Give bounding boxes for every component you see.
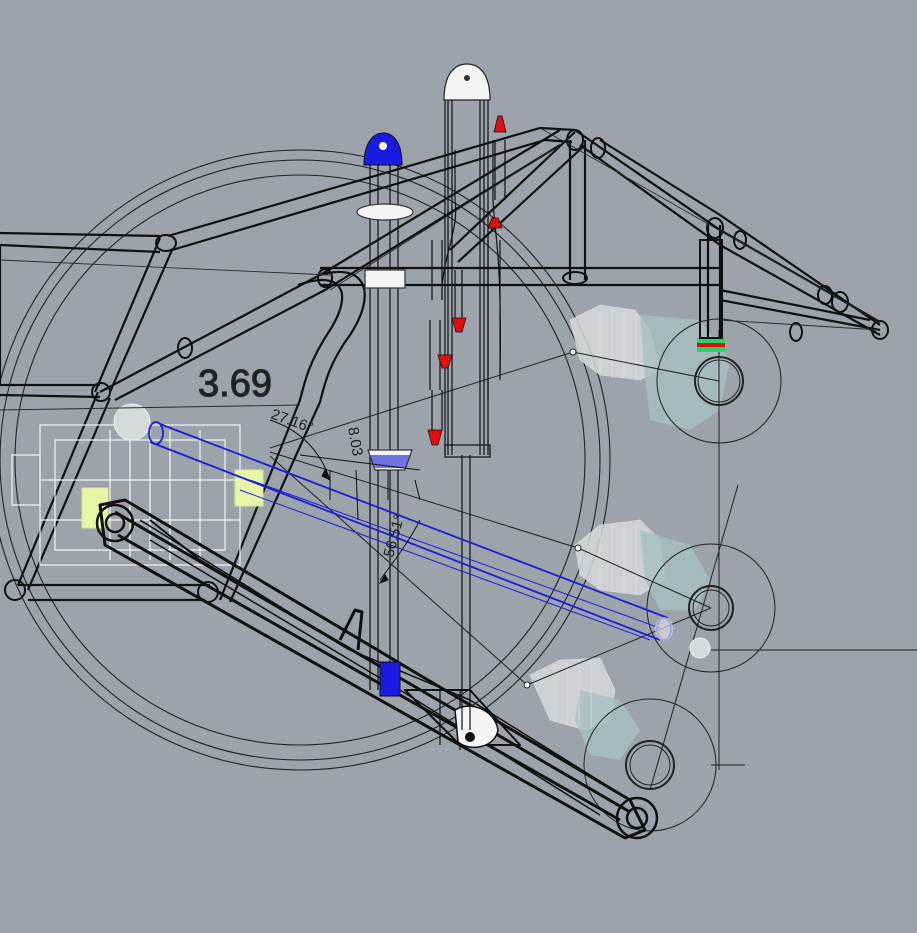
red-tip-parts (427, 115, 507, 446)
swingarm-icon (98, 498, 647, 840)
shock-absorber-icon (356, 100, 506, 730)
green-red-stack (697, 239, 725, 352)
shock-top-cap (443, 63, 491, 101)
angle-dimension-1: 27.16° (269, 406, 316, 437)
wheel-circle-icon (0, 149, 611, 771)
yellow-mount-part (81, 469, 264, 529)
frame-nodes (4, 129, 889, 603)
small-dimension: 8.03 (344, 426, 366, 458)
mount-bolt-icon (379, 142, 387, 150)
link-bolt-icon (465, 732, 475, 742)
blue-lower-mount (379, 661, 401, 697)
ghost-pivot-icon-2 (689, 637, 711, 659)
ghost-pivot-icon (113, 403, 151, 441)
cylinder-end-cap (655, 617, 673, 641)
selected-cylinder[interactable] (148, 421, 672, 641)
thin-wire-lines (0, 127, 881, 411)
main-dimension-label: 3.69 (198, 363, 272, 405)
dimension-annotations (269, 419, 421, 584)
swingarm-pivots (95, 503, 659, 840)
ghost-bracket-part (11, 424, 241, 566)
construction-geometry (269, 318, 917, 832)
cap-bolt-icon (464, 75, 470, 81)
